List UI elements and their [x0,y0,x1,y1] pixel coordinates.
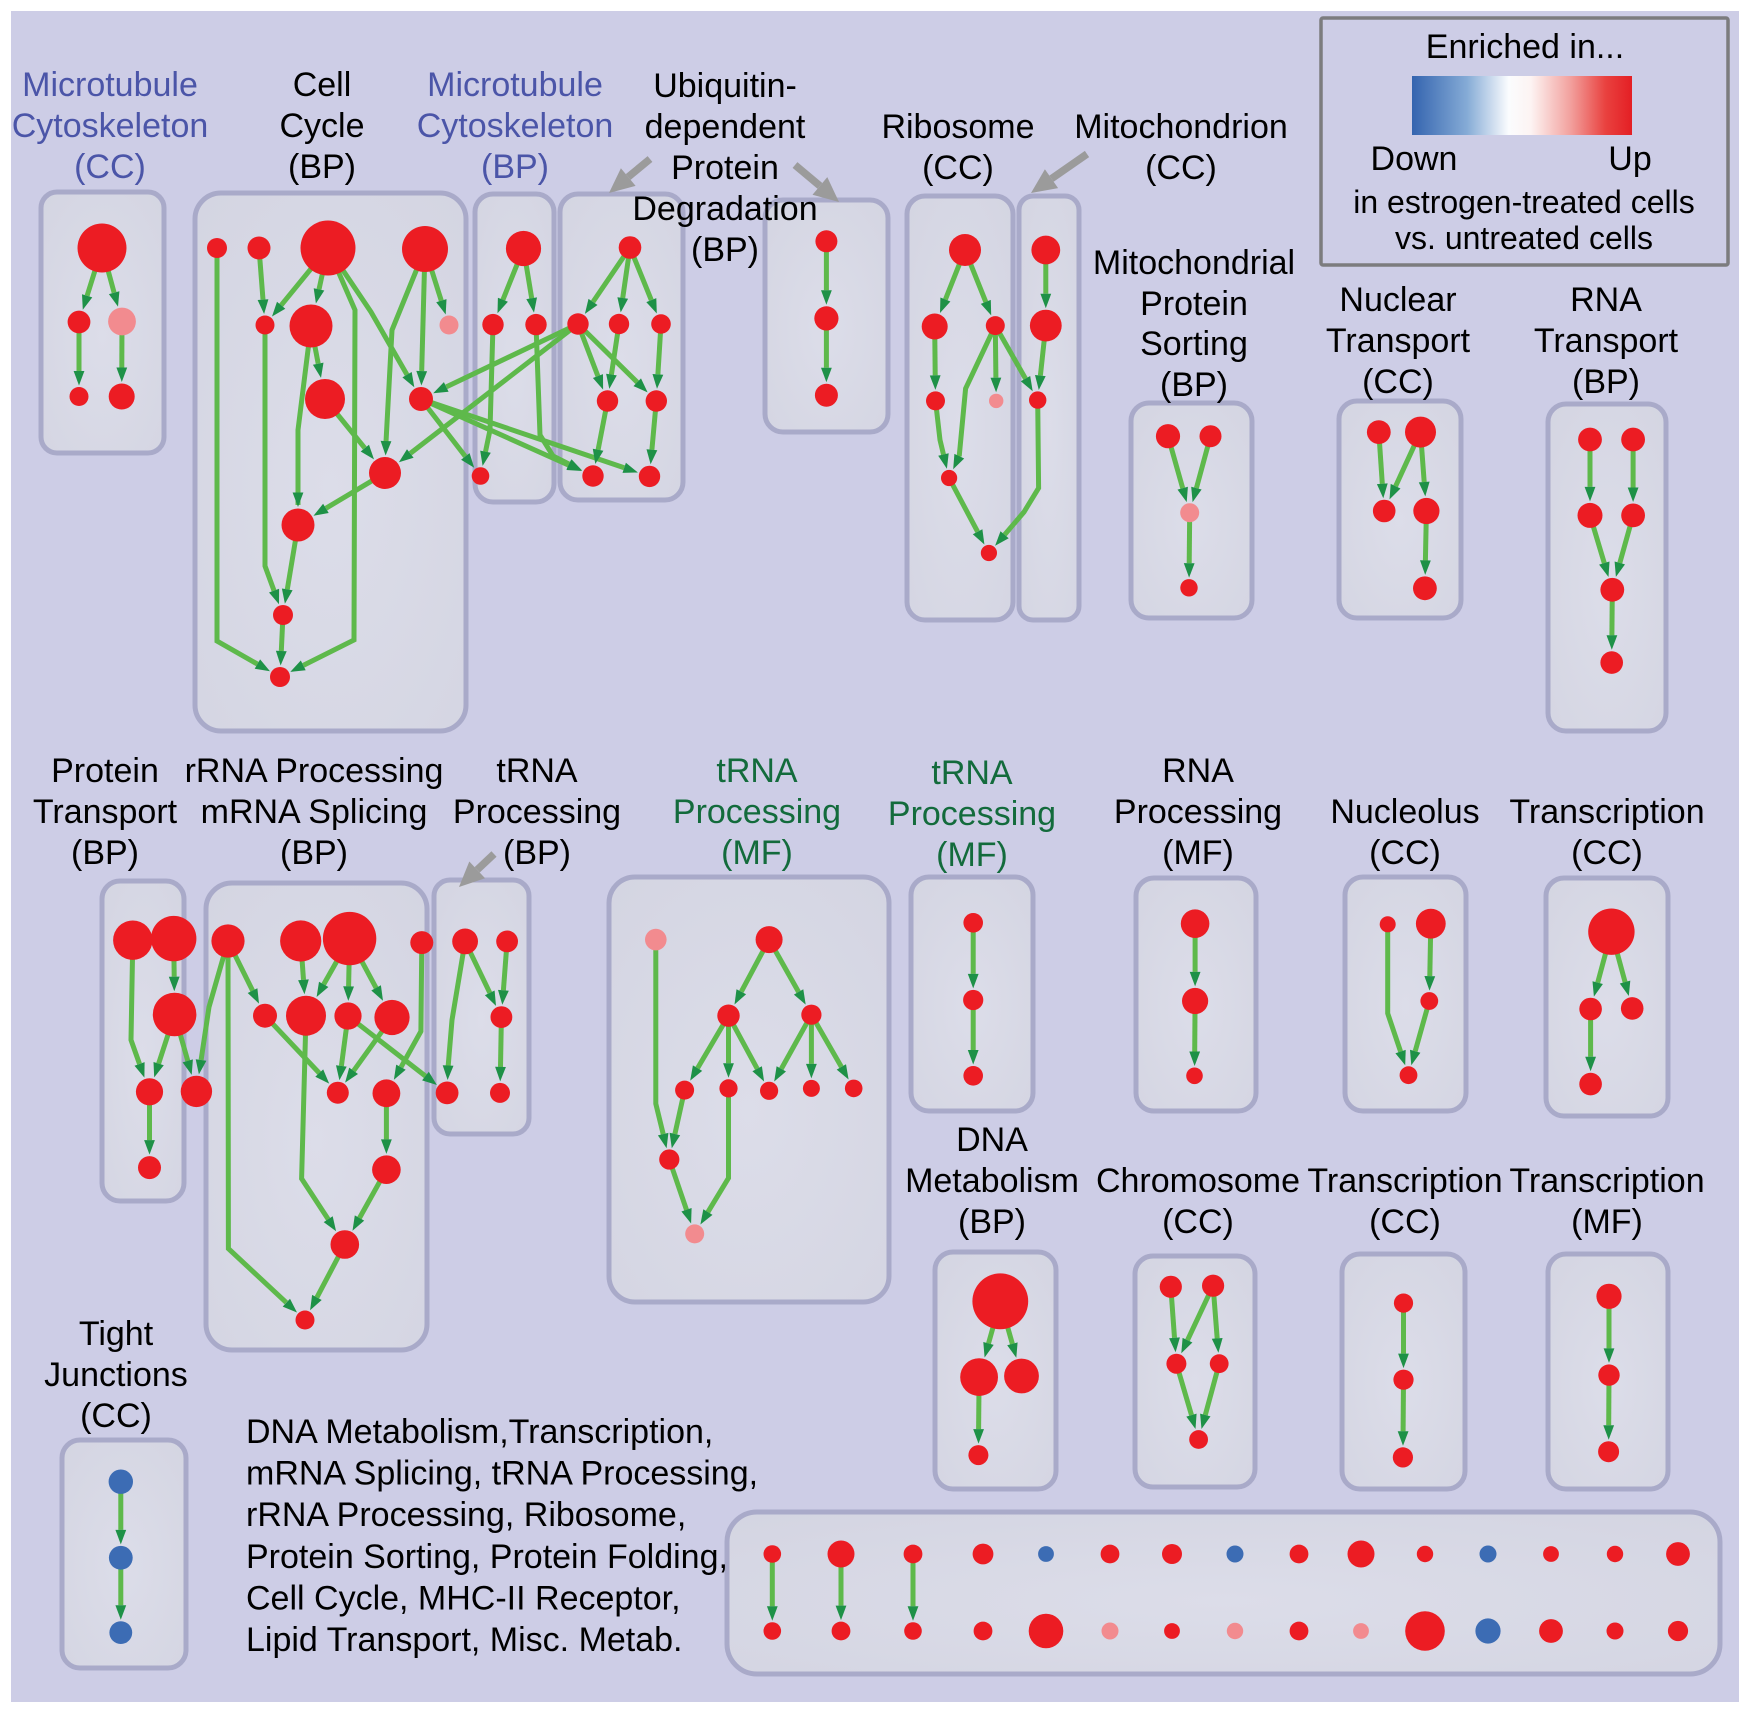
svg-text:(MF): (MF) [1162,834,1234,872]
svg-text:tRNA: tRNA [931,754,1013,792]
svg-text:Nucleolus: Nucleolus [1330,793,1479,831]
svg-text:RNA: RNA [1570,281,1642,319]
svg-text:Protein Sorting, Protein Foldi: Protein Sorting, Protein Folding, [246,1538,728,1576]
svg-text:Transport: Transport [1534,322,1679,360]
svg-text:(CC): (CC) [1369,834,1441,872]
svg-text:(CC): (CC) [1162,1203,1234,1241]
svg-text:rRNA Processing, Ribosome,: rRNA Processing, Ribosome, [246,1496,686,1534]
svg-text:DNA: DNA [956,1121,1028,1159]
svg-text:Metabolism: Metabolism [905,1162,1079,1200]
svg-text:(MF): (MF) [721,834,793,872]
svg-text:Mitochondrial: Mitochondrial [1093,244,1295,282]
svg-text:(MF): (MF) [1571,1203,1643,1241]
svg-text:Processing: Processing [888,795,1056,833]
svg-text:RNA: RNA [1162,752,1234,790]
svg-text:Cell: Cell [293,66,352,104]
svg-text:Sorting: Sorting [1140,325,1248,363]
svg-text:Chromosome: Chromosome [1096,1162,1300,1200]
svg-text:Down: Down [1371,140,1458,178]
svg-text:vs. untreated cells: vs. untreated cells [1395,220,1653,256]
svg-text:(BP): (BP) [1572,363,1640,401]
svg-text:Enriched in...: Enriched in... [1426,28,1624,66]
svg-text:Transcription: Transcription [1307,1162,1502,1200]
svg-text:tRNA: tRNA [496,752,578,790]
svg-text:(BP): (BP) [1160,366,1228,404]
svg-text:(CC): (CC) [1369,1203,1441,1241]
svg-text:(BP): (BP) [280,834,348,872]
svg-text:(BP): (BP) [691,231,759,269]
svg-text:Cytoskeleton: Cytoskeleton [12,107,209,145]
svg-text:(BP): (BP) [503,834,571,872]
svg-text:Microtubule: Microtubule [427,66,603,104]
svg-text:DNA Metabolism,Transcription,: DNA Metabolism,Transcription, [246,1413,713,1451]
svg-text:Nuclear: Nuclear [1339,281,1456,319]
svg-text:mRNA Splicing, tRNA Processing: mRNA Splicing, tRNA Processing, [246,1455,758,1493]
svg-text:Microtubule: Microtubule [22,66,198,104]
svg-text:Processing: Processing [453,793,621,831]
svg-text:(CC): (CC) [1571,834,1643,872]
svg-text:Cycle: Cycle [279,107,364,145]
svg-text:Cell Cycle, MHC-II Receptor,: Cell Cycle, MHC-II Receptor, [246,1579,681,1617]
svg-text:(CC): (CC) [80,1397,152,1435]
svg-text:Transcription: Transcription [1509,1162,1704,1200]
svg-text:Transport: Transport [33,793,178,831]
svg-text:(BP): (BP) [958,1203,1026,1241]
svg-text:(MF): (MF) [936,836,1008,874]
svg-text:dependent: dependent [645,108,806,146]
svg-text:in estrogen-treated cells: in estrogen-treated cells [1353,184,1695,220]
svg-text:tRNA: tRNA [716,752,798,790]
svg-text:mRNA Splicing: mRNA Splicing [201,793,428,831]
svg-text:Lipid Transport, Misc. Metab.: Lipid Transport, Misc. Metab. [246,1621,683,1659]
svg-text:(BP): (BP) [71,834,139,872]
svg-text:Ubiquitin-: Ubiquitin- [653,67,797,105]
svg-text:Mitochondrion: Mitochondrion [1074,108,1288,146]
svg-text:Ribosome: Ribosome [881,108,1034,146]
svg-text:Processing: Processing [673,793,841,831]
svg-text:Junctions: Junctions [44,1356,188,1394]
svg-text:Degradation: Degradation [632,190,817,228]
svg-text:(BP): (BP) [288,148,356,186]
svg-text:Protein: Protein [1140,285,1248,323]
svg-text:rRNA Processing: rRNA Processing [185,752,444,790]
svg-text:Cytoskeleton: Cytoskeleton [417,107,614,145]
svg-text:Transcription: Transcription [1509,793,1704,831]
svg-text:(CC): (CC) [1145,149,1217,187]
svg-text:Processing: Processing [1114,793,1282,831]
svg-text:(CC): (CC) [922,149,994,187]
svg-text:Protein: Protein [51,752,159,790]
svg-text:Transport: Transport [1326,322,1471,360]
svg-text:(CC): (CC) [74,148,146,186]
svg-text:(BP): (BP) [481,148,549,186]
svg-text:Up: Up [1608,140,1651,178]
svg-text:(CC): (CC) [1362,363,1434,401]
svg-text:Tight: Tight [79,1315,154,1353]
svg-text:Protein: Protein [671,149,779,187]
